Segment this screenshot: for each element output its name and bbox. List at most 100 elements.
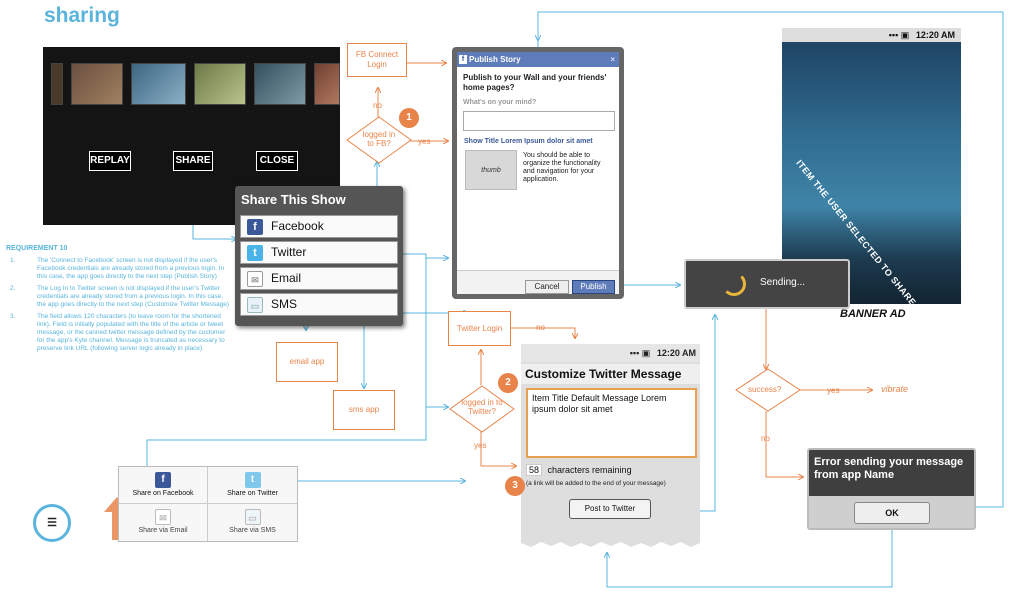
film-thumb[interactable] [131, 63, 186, 105]
share-facebook-row[interactable]: f Facebook [240, 215, 398, 238]
share-panel-title: Share This Show [241, 192, 346, 207]
cell-label: Share via Email [138, 527, 188, 534]
share-grid: f Share on Facebook t Share on Twitter ✉… [118, 466, 298, 542]
tweet-message-field[interactable]: Item Title Default Message Lorem ipsum d… [526, 388, 697, 458]
publish-button[interactable]: Publish [572, 280, 615, 294]
share-on-twitter-cell[interactable]: t Share on Twitter [208, 467, 297, 504]
sms-icon: ▭ [247, 297, 263, 313]
close-button[interactable]: CLOSE [256, 151, 298, 171]
email-icon: ✉ [155, 509, 171, 525]
status-input[interactable] [463, 111, 615, 131]
characters-remaining-label: characters remaining [547, 465, 632, 475]
publish-heading: Publish to your Wall and your friends' h… [463, 73, 607, 92]
share-row-label: Twitter [271, 245, 307, 259]
decision-label: success? [748, 385, 782, 394]
menu-button-icon[interactable]: ☰ [33, 504, 71, 542]
sms-icon: ▭ [244, 509, 261, 525]
share-row-label: Email [271, 271, 302, 285]
share-on-facebook-cell[interactable]: f Share on Facebook [119, 467, 208, 504]
replay-button[interactable]: REPLAY [89, 151, 131, 171]
step-badge: 3 [505, 476, 525, 496]
characters-remaining-count: 58 [526, 464, 543, 476]
publish-story-titlebar: f Publish Story × [457, 52, 619, 67]
facebook-icon: f [155, 472, 171, 488]
publish-description: You should be able to organize the funct… [523, 152, 601, 183]
step-badge: 1 [399, 108, 419, 128]
share-button[interactable]: SHARE [173, 151, 213, 171]
share-this-show-panel: Share This Show f Facebook t Twitter ✉ E… [235, 186, 403, 326]
film-thumb[interactable] [314, 63, 340, 105]
filmstrip [43, 63, 340, 107]
share-email-row[interactable]: ✉ Email [240, 267, 398, 290]
publish-prompt: What's on your mind? [463, 99, 537, 106]
logged-in-twitter-decision [449, 385, 515, 433]
character-counter: 58 characters remaining [526, 464, 632, 476]
publish-story-body: f Publish Story × Publish to your Wall a… [457, 52, 619, 294]
yes-label: yes [418, 137, 431, 146]
status-icons: ▪▪▪ ▣ [888, 30, 910, 40]
yes-label: yes [827, 386, 840, 395]
film-thumb[interactable] [71, 63, 123, 105]
requirement-heading: REQUIREMENT 10 [6, 245, 68, 252]
error-dialog: Error sending your message from app Name… [807, 448, 976, 530]
cell-label: Share on Twitter [227, 490, 278, 497]
cancel-button[interactable]: Cancel [525, 280, 569, 294]
twitter-icon: t [247, 245, 263, 261]
no-label: no [536, 323, 545, 332]
sending-label: Sending... [760, 277, 806, 288]
share-via-sms-cell[interactable]: ▭ Share via SMS [208, 504, 297, 541]
show-title-link[interactable]: Show Title Lorem Ipsum dolor sit amet [464, 138, 593, 145]
sending-overlay: Sending... [684, 259, 850, 309]
film-thumb[interactable] [254, 63, 306, 105]
page-title: sharing [44, 4, 120, 27]
requirement-item: 3. The field allows 120 characters (to l… [10, 313, 232, 353]
twitter-screen-title: Customize Twitter Message [521, 364, 700, 384]
link-note: (a link will be added to the end of your… [526, 480, 666, 487]
twitter-icon: t [244, 472, 261, 488]
fb-connect-login-box: FB Connect Login [347, 43, 407, 77]
requirement-text: The 'Connect to Facebook' screen is not … [37, 257, 225, 280]
thumbnail: thumb [465, 150, 517, 190]
cell-label: Share on Facebook [132, 490, 194, 497]
share-via-email-cell[interactable]: ✉ Share via Email [119, 504, 208, 541]
ok-button[interactable]: OK [854, 502, 930, 524]
requirement-number: 1. [10, 257, 16, 264]
post-to-twitter-button[interactable]: Post to Twitter [569, 499, 651, 519]
requirement-text: The Log In to Twitter screen is not disp… [37, 285, 230, 308]
decision-label: logged in to Twitter? [461, 398, 503, 416]
banner-ad[interactable]: BANNER AD [782, 304, 961, 325]
publish-story-dialog: f Publish Story × Publish to your Wall a… [452, 47, 624, 299]
customize-twitter-screen: ▪▪▪ ▣ 12:20 AM Customize Twitter Message… [521, 344, 700, 542]
logged-in-fb-decision [346, 116, 412, 164]
status-icons: ▪▪▪ ▣ [629, 348, 651, 358]
twitter-login-box: Twitter Login [448, 311, 511, 346]
sms-app-box: sms app [333, 390, 395, 430]
email-icon: ✉ [247, 271, 263, 287]
share-row-label: SMS [271, 297, 298, 311]
video-player: REPLAY SHARE CLOSE [43, 47, 340, 225]
requirement-number: 2. [10, 285, 16, 292]
torn-edge [521, 540, 700, 547]
requirement-list: 1. The 'Connect to Facebook' screen is n… [10, 257, 232, 357]
decision-label: logged in to FB? [362, 130, 396, 148]
requirement-text: The field allows 120 characters (to leav… [37, 313, 226, 352]
error-message: Error sending your message from app Name [814, 456, 964, 481]
status-bar: ▪▪▪ ▣ 12:20 AM [521, 344, 700, 362]
vibrate-label: vibrate [881, 384, 909, 394]
share-sms-row[interactable]: ▭ SMS [240, 293, 398, 316]
facebook-icon: f [459, 55, 467, 64]
email-app-box: email app [276, 342, 338, 382]
film-thumb[interactable] [51, 63, 63, 105]
success-decision [735, 368, 801, 412]
spinner-icon [722, 272, 746, 296]
share-twitter-row[interactable]: t Twitter [240, 241, 398, 264]
status-time: 12:20 AM [915, 30, 955, 40]
status-bar: ▪▪▪ ▣ 12:20 AM [782, 28, 961, 42]
no-label: no [373, 101, 382, 110]
status-time: 12:20 AM [656, 348, 696, 358]
film-thumb[interactable] [194, 63, 246, 105]
close-icon[interactable]: × [610, 55, 615, 64]
facebook-icon: f [247, 219, 263, 235]
publish-story-title: Publish Story [469, 55, 521, 64]
no-label: no [761, 434, 770, 443]
